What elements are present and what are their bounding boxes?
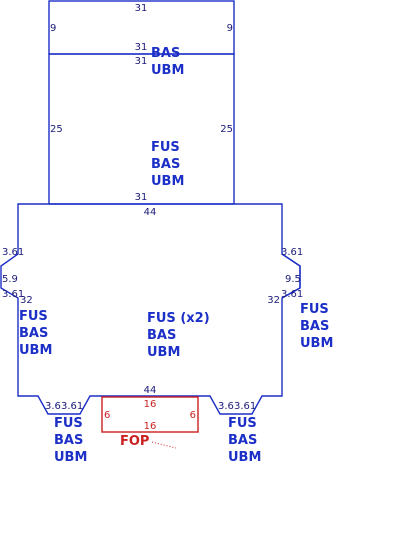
bottom-right-tab-label-ubm: UBM <box>228 450 261 465</box>
bottom-left-tab-dim-b: 3.61 <box>61 401 83 412</box>
right-side-panel-edge <box>281 253 301 299</box>
fop-piece-outline <box>101 396 199 433</box>
main-right-dim-side: 32 <box>267 295 280 306</box>
main-left-dim-notch-mid: 5.9 <box>2 274 18 285</box>
main-left-dim-notch-bottom: 3.61 <box>2 289 24 300</box>
body-piece-side-left: 25 <box>50 124 63 135</box>
main-left-label-ubm: UBM <box>19 343 52 358</box>
bottom-left-tab-label-ubm: UBM <box>54 450 87 465</box>
bottom-right-tab-dim-a: 3.6 <box>218 401 234 412</box>
side-panel-label-ubm: UBM <box>300 336 333 351</box>
fop-dim-bottom: 16 <box>144 421 157 432</box>
main-center-label-fus: FUS (x2) <box>147 311 210 326</box>
body-piece-label-ubm: UBM <box>151 174 184 189</box>
fop-dim-right: 6 <box>190 410 196 421</box>
main-right-dim-notch-mid: 9.5 <box>285 274 301 285</box>
top-piece-side-left: 9 <box>50 23 56 34</box>
main-left-label-bas: BAS <box>19 326 48 341</box>
bottom-right-tab-label-bas: BAS <box>228 433 257 448</box>
body-piece-width-top-inner: 31 <box>135 56 148 67</box>
bottom-right-tab-label-fus: FUS <box>228 416 257 431</box>
main-center-label-bas: BAS <box>147 328 176 343</box>
body-piece-label-bas: BAS <box>151 157 180 172</box>
fop-leader-line <box>151 441 177 449</box>
main-piece-width-top: 44 <box>144 207 157 218</box>
bottom-right-tab-dim-b: 3.61 <box>234 401 256 412</box>
side-panel-label-fus: FUS <box>300 302 329 317</box>
main-right-dim-notch-top: 3.61 <box>281 247 303 258</box>
main-left-dim-side: 32 <box>20 295 33 306</box>
top-piece-side-right: 9 <box>227 23 233 34</box>
body-piece-label-fus: FUS <box>151 140 180 155</box>
side-panel-label-bas: BAS <box>300 319 329 334</box>
fop-dim-left: 6 <box>104 410 110 421</box>
main-left-label-fus: FUS <box>19 309 48 324</box>
body-piece-width-top: 31 <box>135 42 148 53</box>
body-piece-outline <box>48 53 235 205</box>
top-piece-width-top: 31 <box>135 3 148 14</box>
fop-dim-top: 16 <box>144 399 157 410</box>
body-piece-side-right: 25 <box>220 124 233 135</box>
bottom-left-tab-dim-a: 3.6 <box>45 401 61 412</box>
bottom-left-tab-label-fus: FUS <box>54 416 83 431</box>
body-piece-top-label-bas: BAS <box>151 46 180 61</box>
bottom-left-tab-label-bas: BAS <box>54 433 83 448</box>
main-center-label-ubm: UBM <box>147 345 180 360</box>
fop-label: FOP <box>120 434 149 449</box>
body-piece-top-label-ubm: UBM <box>151 63 184 78</box>
main-piece-width-bottom: 44 <box>144 385 157 396</box>
body-piece-width-bottom: 31 <box>135 192 148 203</box>
main-right-dim-notch-bottom: 3.61 <box>281 289 303 300</box>
main-left-dim-notch-top: 3.61 <box>2 247 24 258</box>
